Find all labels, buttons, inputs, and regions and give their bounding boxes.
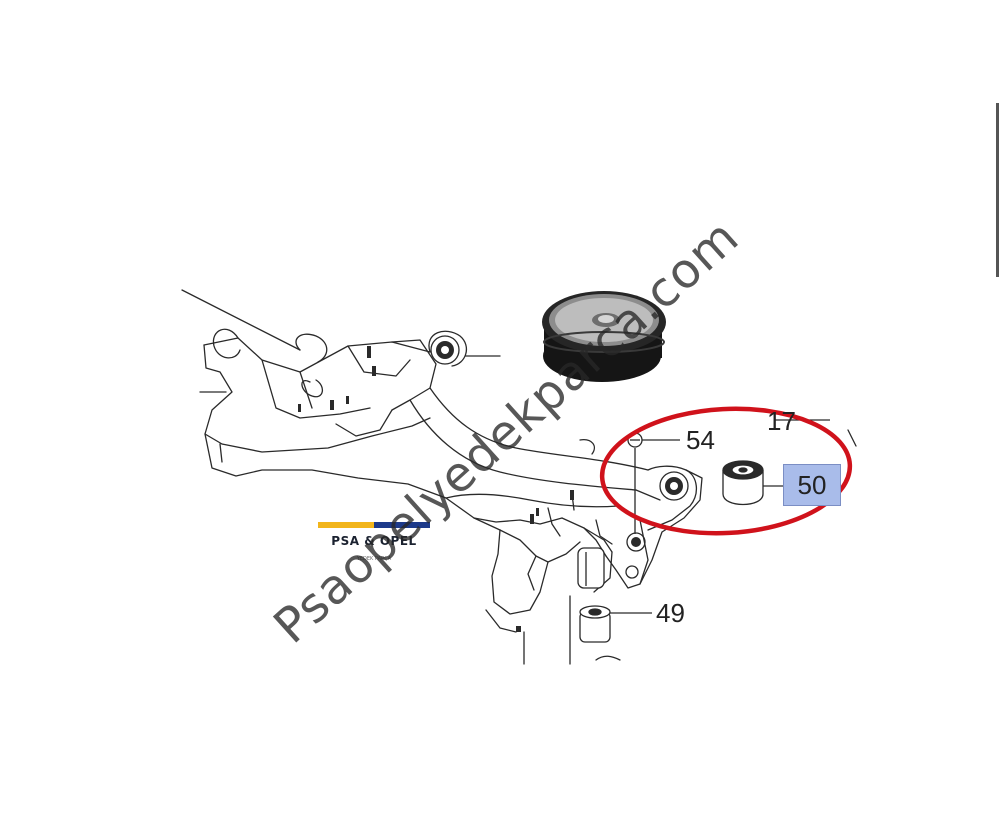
logo-subtitle: YEDEK PARÇA (356, 556, 392, 562)
subframe-outline (181, 289, 857, 665)
highlight-ring (599, 406, 853, 536)
part-49-bushing (577, 547, 652, 643)
callout-17: 17 (767, 406, 796, 436)
callout-50-highlight: 50 (783, 464, 841, 506)
callout-54: 54 (686, 425, 715, 455)
edge-line (996, 103, 999, 277)
bushing-eye-left (430, 335, 460, 365)
bushing-photo (542, 291, 666, 382)
callout-49: 49 (656, 598, 685, 628)
psa-opel-logo: PSA & OPEL YEDEK PARÇA (318, 522, 430, 574)
logo-bar-yellow (318, 522, 374, 528)
bushing-eye-lower (625, 532, 646, 579)
callout-50: 50 (797, 470, 827, 500)
bushing-eye-right (659, 471, 689, 501)
part-50-bushing (722, 460, 784, 506)
logo-bar-blue (374, 522, 430, 528)
bolt-markers (298, 346, 574, 632)
logo-title: PSA & OPEL (331, 534, 417, 548)
